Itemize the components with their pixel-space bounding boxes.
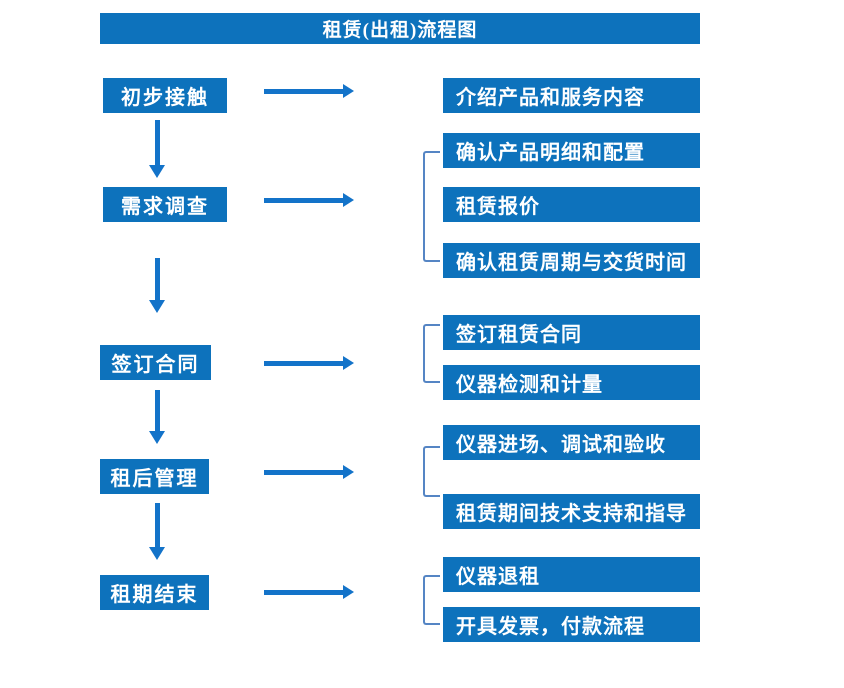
down-arrow-stem — [154, 503, 160, 547]
step-box-rental-end: 租期结束 — [100, 575, 209, 610]
down-arrow-head — [149, 300, 165, 313]
down-arrow-icon — [149, 258, 165, 313]
group-bracket — [423, 324, 440, 383]
right-arrow-head — [343, 585, 354, 599]
detail-box-instrument-return: 仪器退租 — [443, 557, 700, 592]
down-arrow-head — [149, 547, 165, 560]
down-arrow-icon — [149, 503, 165, 560]
down-arrow-icon — [149, 390, 165, 444]
right-arrow-stem — [264, 589, 344, 595]
right-arrow-stem — [264, 88, 344, 94]
flowchart-title: 租赁(出租)流程图 — [100, 13, 700, 44]
down-arrow-head — [149, 165, 165, 178]
right-arrow-head — [343, 84, 354, 98]
detail-box-confirm-period-delivery: 确认租赁周期与交货时间 — [443, 243, 700, 278]
right-arrow-icon — [264, 356, 354, 370]
right-arrow-icon — [264, 465, 354, 479]
step-box-post-rental-management: 租后管理 — [100, 459, 209, 494]
step-box-initial-contact: 初步接触 — [103, 78, 227, 113]
right-arrow-stem — [264, 197, 344, 203]
down-arrow-stem — [154, 390, 160, 431]
detail-box-instrument-setup-acceptance: 仪器进场、调试和验收 — [443, 425, 700, 460]
right-arrow-stem — [264, 469, 344, 475]
right-arrow-icon — [264, 193, 354, 207]
down-arrow-stem — [154, 258, 160, 300]
step-box-demand-survey: 需求调查 — [103, 187, 227, 222]
right-arrow-icon — [264, 585, 354, 599]
group-bracket — [423, 151, 440, 262]
detail-box-confirm-product-config: 确认产品明细和配置 — [443, 133, 700, 168]
down-arrow-icon — [149, 120, 165, 178]
detail-box-sign-rental-contract: 签订租赁合同 — [443, 315, 700, 350]
right-arrow-head — [343, 193, 354, 207]
right-arrow-stem — [264, 360, 344, 366]
detail-box-rental-quote: 租赁报价 — [443, 187, 700, 222]
step-box-sign-contract: 签订合同 — [100, 345, 211, 380]
detail-box-instrument-testing: 仪器检测和计量 — [443, 365, 700, 400]
detail-box-tech-support: 租赁期间技术支持和指导 — [443, 494, 700, 529]
detail-box-invoice-payment: 开具发票，付款流程 — [443, 607, 700, 642]
group-bracket — [423, 446, 440, 497]
right-arrow-head — [343, 356, 354, 370]
down-arrow-head — [149, 431, 165, 444]
down-arrow-stem — [154, 120, 160, 165]
detail-box-introduce-products: 介绍产品和服务内容 — [443, 78, 700, 113]
right-arrow-head — [343, 465, 354, 479]
group-bracket — [423, 575, 440, 625]
right-arrow-icon — [264, 84, 354, 98]
